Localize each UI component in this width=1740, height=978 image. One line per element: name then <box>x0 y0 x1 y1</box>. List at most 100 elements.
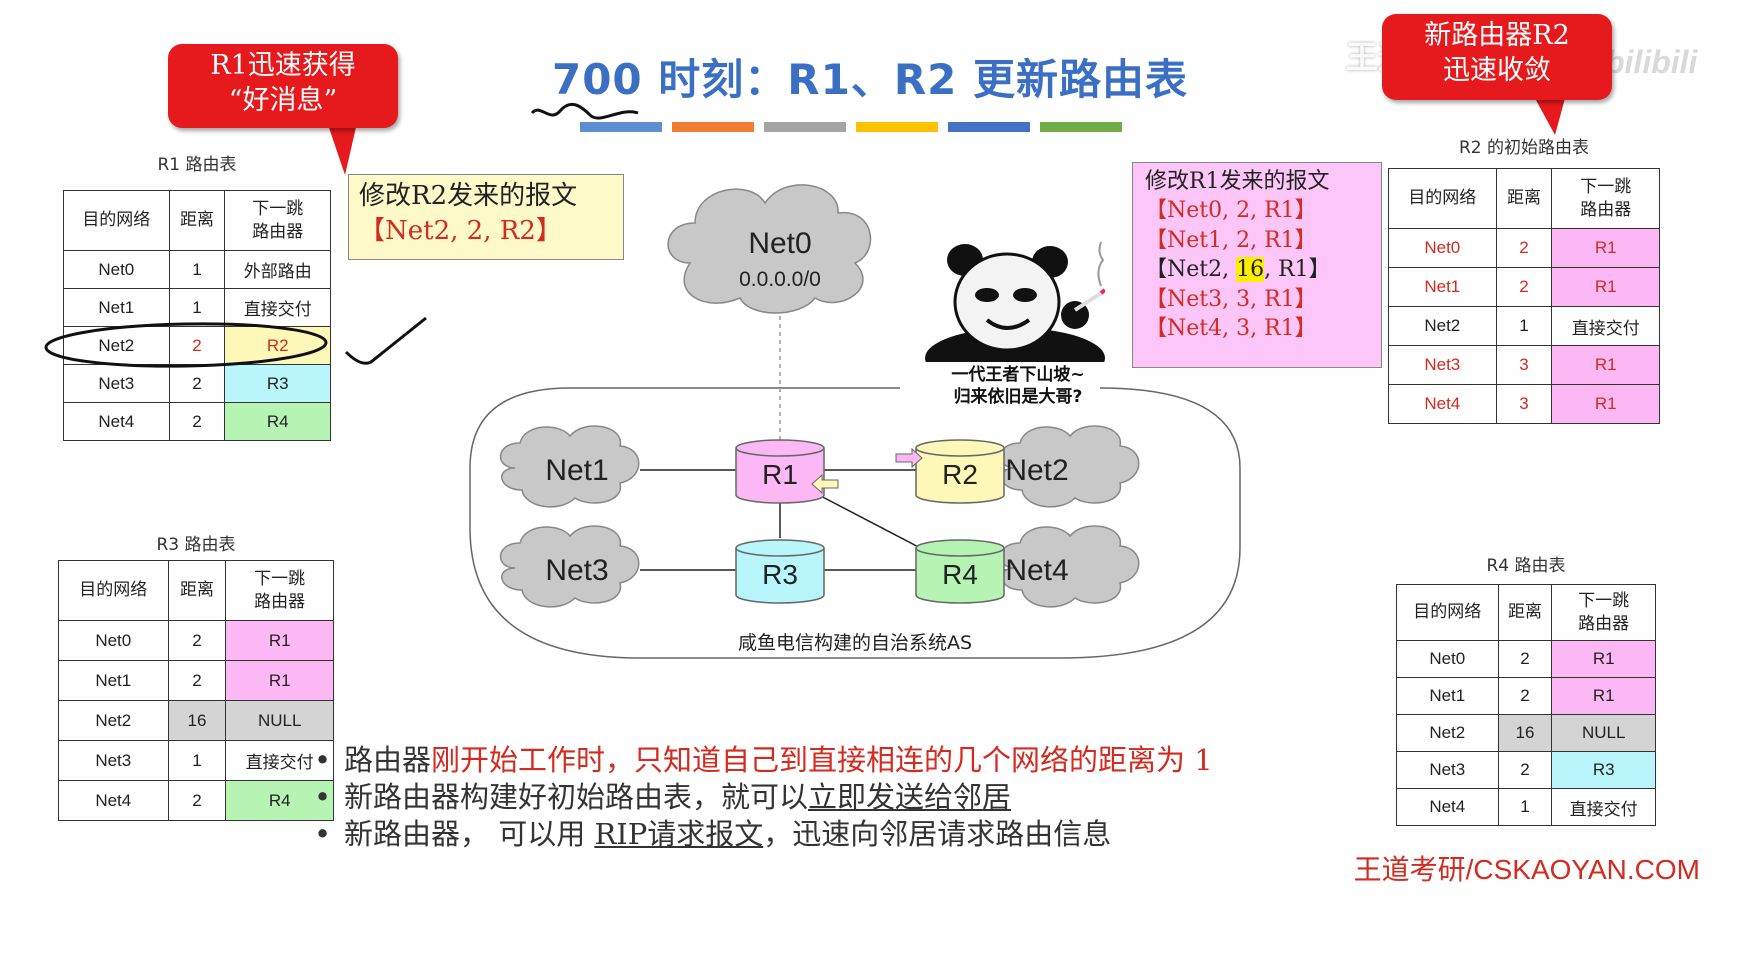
arrow-r1-to-r2-icon <box>895 447 923 469</box>
table-header-row: 目的网络 距离 下一跳路由器 <box>58 560 334 621</box>
callout-r1-line1: R1迅速获得 <box>210 50 356 81</box>
net0-address: 0.0.0.0/0 <box>739 268 821 291</box>
handwritten-circle <box>44 316 427 368</box>
message-line: 【Net0, 2, R1】 <box>1145 198 1317 224</box>
meme-caption: 一代王者下山坡~ 归来依旧是大哥? <box>951 365 1085 408</box>
message-line: 【Net4, 3, R1】 <box>1145 316 1317 342</box>
color-bar <box>856 122 938 132</box>
color-bar <box>764 122 846 132</box>
message-line: 【Net2, 2, R2】 <box>359 216 562 247</box>
table-header-row: 目的网络 距离 下一跳路由器 <box>63 190 331 251</box>
col-next-hop: 下一跳路由器 <box>1551 584 1656 641</box>
r3-label: R3 <box>762 559 798 590</box>
router-r2: R2 <box>915 439 1005 504</box>
net3-label: Net3 <box>545 554 608 587</box>
bullet-list: 路由器刚开始工作时，只知道自己到直接相连的几个网络的距离为 1 新路由器构建好初… <box>314 742 1213 853</box>
router-r1: R1 <box>735 439 825 504</box>
message-from-r1: 修改R1发来的报文 【Net0, 2, R1】 【Net1, 2, R1】 【N… <box>1132 162 1382 368</box>
panda-meme-icon <box>925 241 1105 362</box>
r1-table-caption: R1 路由表 <box>157 155 237 175</box>
color-bar <box>672 122 754 132</box>
highlight-16: 16 <box>1236 257 1265 283</box>
col-dist: 距离 <box>1495 168 1553 229</box>
net0-cloud: Net0 0.0.0.0/0 <box>667 184 872 314</box>
r1-label: R1 <box>762 459 798 490</box>
table-header-row: 目的网络 距离 下一跳路由器 <box>1396 584 1656 641</box>
callout-r1: R1迅速获得 “好消息” <box>168 44 398 128</box>
arrow-r2-to-r1-icon <box>811 473 839 495</box>
message-line: 【Net1, 2, R1】 <box>1145 227 1317 253</box>
col-dest: 目的网络 <box>63 190 170 251</box>
col-dist: 距离 <box>167 560 227 621</box>
col-next-hop: 下一跳路由器 <box>224 190 331 251</box>
link-r1-r4 <box>814 492 931 554</box>
color-bar <box>1040 122 1122 132</box>
col-next-hop: 下一跳路由器 <box>1551 168 1660 229</box>
as-label: 咸鱼电信构建的自治系统AS <box>738 632 972 654</box>
net0-label: Net0 <box>748 227 811 260</box>
callout-r2-line1: 新路由器R2 <box>1424 20 1570 51</box>
bullet-item: 新路由器构建好初始路由表，就可以立即发送给邻居 <box>314 779 1213 816</box>
callout-r2-line2: 迅速收敛 <box>1443 55 1551 87</box>
r3-table-caption: R3 路由表 <box>156 535 236 555</box>
net3-cloud: Net3 <box>499 525 640 608</box>
router-r4: R4 <box>915 539 1005 604</box>
message-line: 【Net3, 3, R1】 <box>1145 286 1317 312</box>
title-color-bars <box>580 122 1122 132</box>
r4-label: R4 <box>942 559 978 590</box>
message-line: 【Net2, 16, R1】 <box>1145 257 1331 283</box>
r4-table-caption: R4 路由表 <box>1486 556 1566 576</box>
network-diagram: Net0 0.0.0.0/0 Net1 Net2 Net3 Net4 R1 R2… <box>469 184 1241 659</box>
callout-r2: 新路由器R2 迅速收敛 <box>1382 14 1612 100</box>
table-header-row: 目的网络 距离 下一跳路由器 <box>1388 168 1660 229</box>
net2-label: Net2 <box>1005 454 1068 487</box>
color-bar <box>948 122 1030 132</box>
r2-table-caption: R2 的初始路由表 <box>1458 138 1590 158</box>
net1-label: Net1 <box>545 454 608 487</box>
r2-label: R2 <box>942 459 978 490</box>
bilibili-logo: bilibili <box>1605 44 1698 80</box>
callout-r1-line2: “好消息” <box>228 85 338 117</box>
footer-brand: 王道考研/CSKAOYAN.COM <box>1353 854 1700 885</box>
col-dest: 目的网络 <box>1396 584 1499 641</box>
message-title: 修改R2发来的报文 <box>359 181 578 211</box>
bullet-item: 新路由器， 可以用 RIP请求报文，迅速向邻居请求路由信息 <box>314 816 1213 853</box>
net4-label: Net4 <box>1005 554 1068 587</box>
col-dest: 目的网络 <box>1388 168 1497 229</box>
as-boundary <box>469 387 1241 659</box>
net2-cloud: Net2 <box>999 425 1140 508</box>
col-next-hop: 下一跳路由器 <box>225 560 334 621</box>
color-bar <box>580 122 662 132</box>
bullet-item: 路由器刚开始工作时，只知道自己到直接相连的几个网络的距离为 1 <box>314 742 1213 779</box>
col-dist: 距离 <box>1497 584 1553 641</box>
message-title: 修改R1发来的报文 <box>1145 169 1330 194</box>
page-title: 700 时刻：R1、R2 更新路由表 <box>551 55 1189 104</box>
col-dist: 距离 <box>168 190 226 251</box>
col-dest: 目的网络 <box>58 560 169 621</box>
router-r3: R3 <box>735 539 825 604</box>
handwritten-underline <box>530 102 639 120</box>
net1-cloud: Net1 <box>499 425 640 508</box>
